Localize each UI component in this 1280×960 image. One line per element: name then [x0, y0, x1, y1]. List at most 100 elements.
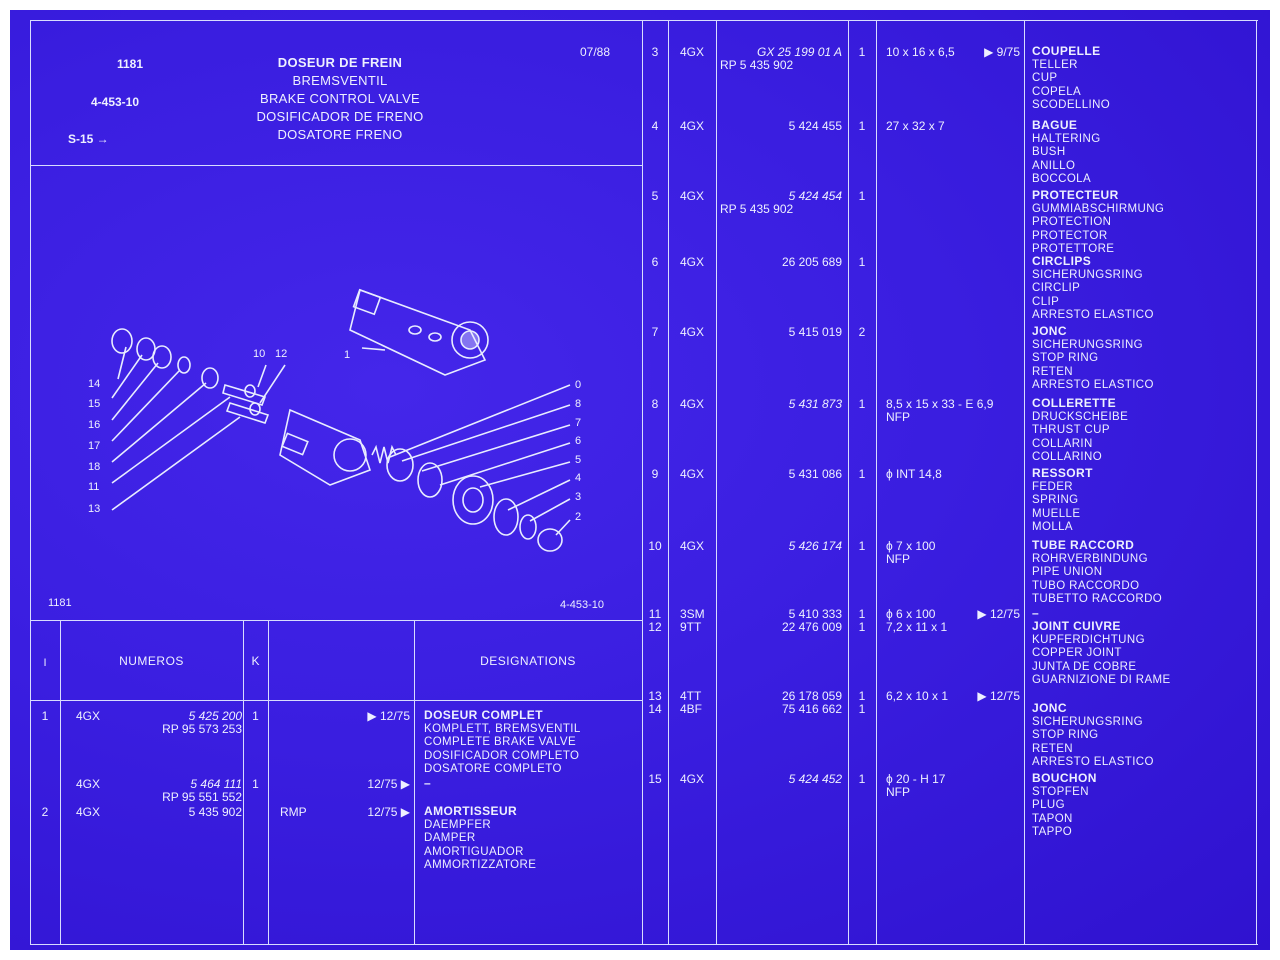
col-line-r-index — [668, 20, 669, 944]
valve-body-1 — [349, 288, 487, 376]
row-index: 8 — [651, 397, 659, 411]
row-index: 13 — [648, 689, 662, 703]
header-ref: 4-453-10 — [90, 95, 140, 109]
panel-divider — [642, 20, 643, 944]
sheet-frame: 1181 4-453-10 S-15 → 07/88 DOSEUR DE FRE… — [30, 20, 1258, 946]
row-index: 9 — [651, 467, 659, 481]
row-number-rp: RP 5 435 902 — [720, 58, 794, 72]
th-index: I — [43, 657, 47, 669]
header-title-block: DOSEUR DE FREIN BREMSVENTIL BRAKE CONTRO… — [220, 54, 460, 144]
row-k: 1 — [858, 539, 866, 553]
row-number: 75 416 662 — [781, 702, 842, 716]
callout-3: 3 — [575, 491, 582, 503]
row-designation-line: HALTERING — [1032, 132, 1101, 145]
callout-12: 12 — [275, 348, 288, 360]
row-spec-note: NFP — [886, 410, 910, 424]
row-k: 1 — [858, 607, 866, 621]
row-designation-line: COLLERETTE — [1032, 396, 1116, 410]
row-index: 14 — [648, 702, 662, 716]
catalog-sheet: 1181 4-453-10 S-15 → 07/88 DOSEUR DE FRE… — [10, 10, 1270, 950]
row-date: 12/75 ▶ — [367, 777, 410, 791]
exploded-diagram: 1 2 3 4 5 6 7 8 0 10 12 14 15 16 17 18 1… — [30, 165, 642, 620]
callout-5: 5 — [575, 454, 582, 466]
row-number-rp: RP 95 551 552 — [162, 790, 242, 804]
row-designation-line: TUBE RACCORD — [1032, 538, 1135, 552]
figure-code: 1181 — [48, 597, 72, 609]
row-prefix: 4GX — [680, 539, 705, 553]
row-designation-line: GUMMIABSCHIRMUNG — [1032, 202, 1165, 215]
figure-divider — [30, 620, 642, 621]
row-designation-line: AMMORTIZZATORE — [424, 859, 537, 872]
row-index: 7 — [651, 325, 659, 339]
row-number: 22 476 009 — [781, 620, 842, 634]
row-designation-line: ANILLO — [1032, 159, 1076, 172]
table-header-divider — [30, 700, 642, 701]
row-designation-line: SCODELLINO — [1032, 99, 1111, 112]
row-k: 1 — [858, 620, 866, 634]
row-index: 1 — [41, 709, 49, 723]
row-prefix: 4GX — [76, 709, 101, 723]
row-prefix: 4GX — [680, 45, 705, 59]
row-designation-line: BAGUE — [1032, 118, 1078, 132]
row-date: ▶ 12/75 — [977, 607, 1020, 621]
row-number: 5 431 873 — [788, 397, 842, 411]
col-line-numbers — [243, 620, 244, 944]
callout-11: 11 — [88, 481, 100, 493]
row-designation-line: KUPFERDICHTUNG — [1032, 633, 1145, 646]
title-de: BREMSVENTIL — [292, 73, 388, 88]
row-spec: 8,5 x 15 x 33 - E 6,9 — [886, 397, 994, 411]
row-index: 2 — [41, 805, 49, 819]
row-index: 15 — [648, 772, 662, 786]
row-prefix: 4BF — [680, 702, 703, 716]
row-number-rp: RP 5 435 902 — [720, 202, 794, 216]
header-date: 07/88 — [579, 45, 610, 59]
row-designation-line: ROHRVERBINDUNG — [1032, 552, 1148, 565]
row-number: 5 424 452 — [788, 772, 842, 786]
row-designation-line: RESSORT — [1032, 466, 1093, 480]
row-k: 1 — [858, 467, 866, 481]
row-number: 5 464 111 — [190, 777, 242, 791]
row-date: ▶ 12/75 — [977, 689, 1020, 703]
row-date: ▶ 12/75 — [367, 709, 410, 723]
row-date: ▶ 9/75 — [984, 45, 1020, 59]
row-spec: 7,2 x 11 x 1 — [886, 620, 948, 634]
row-designation-line: COLLARIN — [1032, 437, 1093, 450]
row-designation-line: MOLLA — [1032, 521, 1073, 534]
row-designation-line: DRUCKSCHEIBE — [1032, 410, 1129, 423]
row-prefix: 4GX — [680, 325, 705, 339]
row-designation-line: CIRCLIPS — [1032, 254, 1092, 268]
row-designation-line: CUP — [1032, 72, 1058, 85]
row-k: 1 — [858, 189, 866, 203]
row-designation-line: – — [1032, 606, 1040, 620]
diagram-drawing — [111, 288, 571, 552]
row-designation-line: GUARNIZIONE DI RAME — [1032, 674, 1171, 687]
row-designation-line: THRUST CUP — [1032, 424, 1110, 437]
row-designation: – — [1032, 606, 1040, 621]
row-designation-line: JOINT CUIVRE — [1032, 619, 1121, 633]
row-prefix: 4GX — [680, 397, 705, 411]
row-designation-line: TUBETTO RACCORDO — [1032, 593, 1163, 606]
row-designation-line: STOP RING — [1032, 352, 1099, 365]
row-designation-line: ARRESTO ELASTICO — [1032, 309, 1154, 322]
col-line-r-prefix — [716, 20, 717, 944]
row-index: 3 — [651, 45, 659, 59]
callout-17: 17 — [88, 440, 101, 452]
callout-1: 1 — [344, 349, 351, 361]
row-k: 2 — [858, 325, 866, 339]
header-divider — [30, 165, 642, 166]
row-index: 11 — [648, 607, 662, 621]
row-number: 5 425 200 — [188, 709, 242, 723]
callout-13: 13 — [88, 503, 101, 515]
row-designation-line: DOSATORE COMPLETO — [424, 763, 562, 776]
row-designation-line: SICHERUNGSRING — [1032, 338, 1144, 351]
row-designation-line: FEDER — [1032, 480, 1073, 493]
row-designation-line: DAEMPFER — [424, 818, 492, 831]
row-designation-line: AMORTISSEUR — [424, 804, 518, 818]
row-number: 5 424 455 — [788, 119, 842, 133]
